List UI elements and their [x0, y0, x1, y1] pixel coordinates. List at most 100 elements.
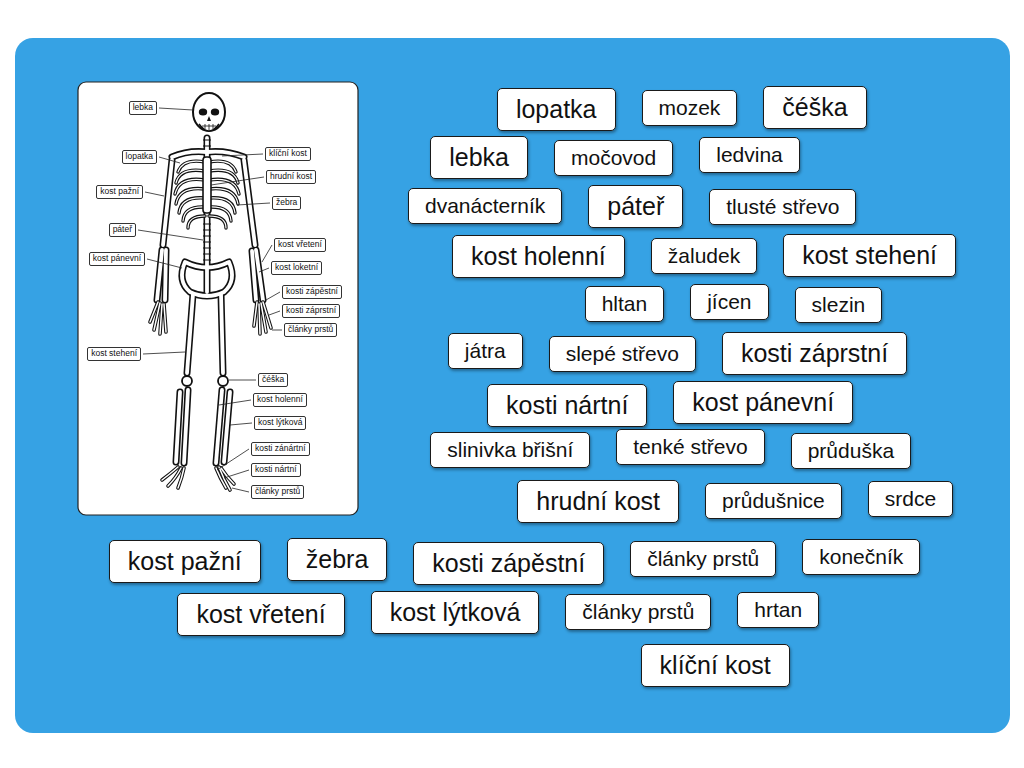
label-text: tlusté střevo [726, 195, 839, 219]
label-text: lebka [449, 143, 509, 172]
word-card: kost holenní [452, 235, 625, 278]
leader-line [219, 400, 251, 405]
leader-line [159, 157, 180, 163]
leader-line [229, 380, 256, 381]
label-text: slezin [812, 293, 866, 317]
bone-label: kost stehení [87, 347, 141, 361]
sternum [203, 157, 211, 213]
bone-label: čéška [258, 373, 288, 387]
bone-label: kost vřetení [274, 238, 326, 252]
label-text: kost stehení [802, 241, 937, 270]
bone-label: články prstů [284, 323, 337, 337]
label-text: kosti záprstní [286, 306, 336, 316]
leader-line [217, 449, 249, 470]
leader-line [138, 230, 203, 240]
leader-line [145, 192, 164, 196]
word-card: jícen [690, 284, 768, 320]
label-text: játra [465, 339, 506, 363]
word-card: slinivka břišní [430, 432, 590, 468]
word-card: kosti nártní [487, 384, 647, 427]
label-text: lopatka [516, 95, 597, 124]
label-text: srdce [885, 487, 936, 511]
bone-label: lebka [129, 101, 157, 115]
word-card: srdce [868, 481, 953, 517]
patella [182, 376, 192, 386]
word-card: kost vřetení [177, 593, 344, 636]
word-card: dvanácterník [408, 188, 562, 224]
bone-label: kosti záprstní [282, 304, 340, 318]
leader-line [259, 268, 269, 272]
bone-label: kost holenní [253, 393, 307, 407]
label-text: lebka [133, 103, 153, 113]
label-text: kost pažní [100, 187, 139, 197]
eye-socket [199, 108, 207, 115]
label-text: kost loketní [275, 263, 318, 273]
bone-label: lopatka [122, 150, 157, 164]
bone-label: kosti nártní [251, 463, 301, 477]
leader-line [262, 245, 272, 262]
label-text: klíční kost [269, 149, 307, 159]
word-card: kost stehení [783, 234, 956, 277]
leader-line [266, 292, 280, 300]
label-text: články prstů [255, 487, 300, 497]
leader-line [269, 311, 280, 315]
label-text: hrudní kost [536, 487, 660, 516]
label-text: kost holenní [257, 395, 303, 405]
label-text: páteř [113, 225, 132, 235]
label-text: kost pažní [128, 547, 242, 576]
skull [193, 93, 225, 131]
teeth [202, 124, 216, 130]
leader-line [143, 352, 185, 354]
bone-label: kost pažní [96, 185, 143, 199]
word-card: konečník [802, 539, 920, 575]
bone-label: kost loketní [271, 261, 322, 275]
bone-label: kost pánevní [89, 252, 145, 266]
label-text: páteř [607, 192, 664, 221]
label-text: články prstů [582, 600, 694, 624]
label-text: kost vřetení [196, 600, 325, 629]
label-text: tenké střevo [633, 435, 747, 459]
word-card: hrtan [737, 592, 819, 628]
label-text: čéška [262, 375, 284, 385]
word-card: tenké střevo [616, 429, 764, 465]
word-card: ledvina [699, 137, 800, 173]
word-card: průdušnice [705, 483, 842, 519]
label-text: kost pánevní [93, 254, 141, 264]
label-text: jícen [707, 290, 751, 314]
bone-fill [157, 138, 263, 463]
label-text: kost holenní [471, 242, 606, 271]
word-card: žaludek [651, 238, 757, 274]
word-card: hltan [585, 286, 665, 322]
bone-label: články prstů [251, 485, 304, 499]
label-text: kosti zánártní [255, 444, 306, 454]
word-card: hrudní kost [517, 480, 679, 523]
word-card: kosti zápěstní [413, 542, 604, 585]
leader-line [147, 259, 182, 268]
label-text: kost stehení [91, 349, 137, 359]
leader-line [224, 470, 249, 478]
label-text: kosti nártní [506, 391, 628, 420]
label-text: lopatka [126, 152, 153, 162]
nose [207, 116, 211, 121]
word-card: mozek [642, 90, 738, 126]
leader-line [237, 203, 270, 205]
label-text: ledvina [716, 143, 783, 167]
label-text: slepé střevo [566, 342, 679, 366]
bone-label: kosti zápěstní [282, 285, 342, 299]
skeleton-illustration [150, 93, 271, 490]
word-card: průduška [791, 433, 911, 469]
bone-label: hrudní kost [266, 170, 316, 184]
word-card: močovod [554, 140, 673, 176]
label-text: klíční kost [660, 651, 771, 680]
label-text: kost vřetení [278, 240, 322, 250]
bone-label: kosti zánártní [251, 442, 310, 456]
label-text: průduška [808, 439, 894, 463]
word-card: žebra [287, 538, 388, 581]
label-text: kosti zápěstní [432, 549, 585, 578]
word-card: klíční kost [641, 644, 790, 687]
label-text: konečník [819, 545, 903, 569]
word-card: slepé střevo [549, 336, 696, 372]
leader-lines [138, 108, 282, 492]
label-text: články prstů [288, 325, 333, 335]
